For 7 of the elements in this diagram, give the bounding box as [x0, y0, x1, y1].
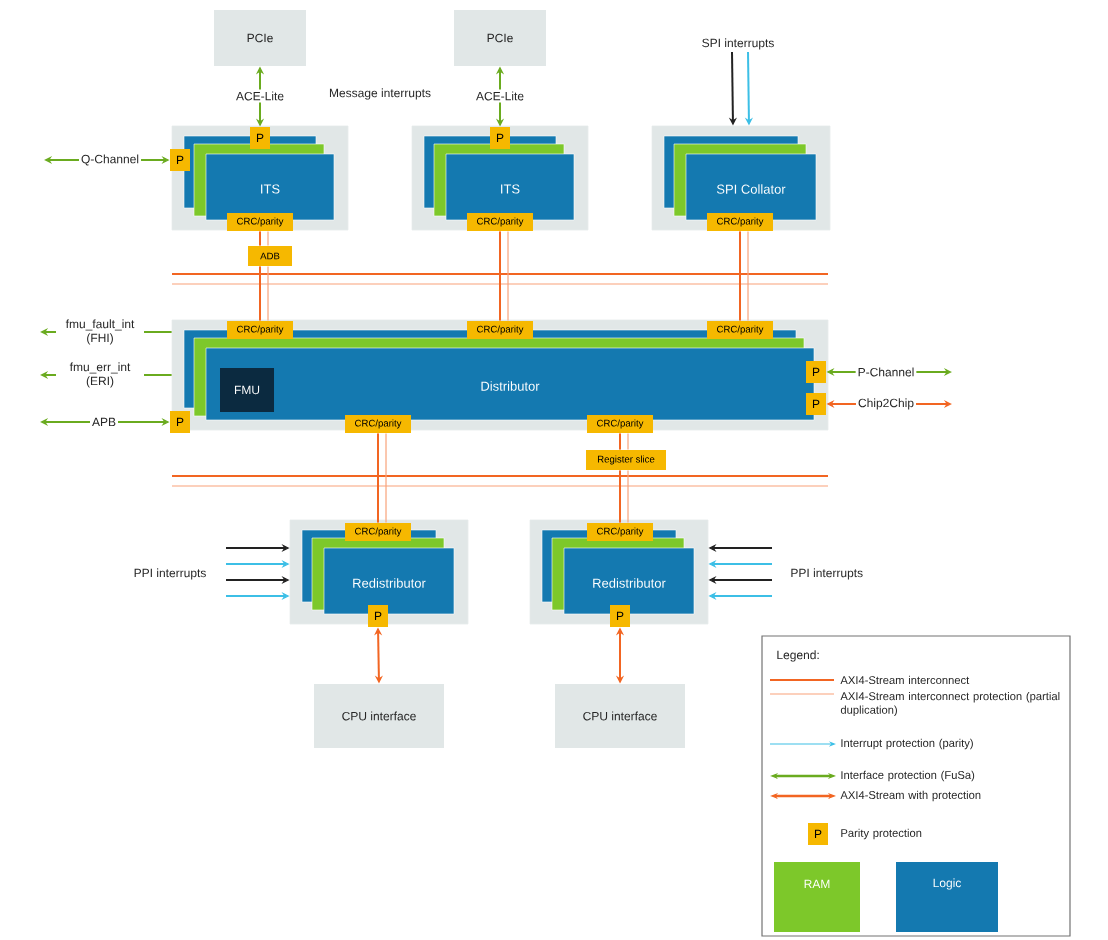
interconnect-line [619, 469, 629, 524]
interconnect-line [739, 230, 749, 322]
interconnect-line [259, 230, 269, 247]
interconnect-line [259, 265, 269, 322]
interconnect-line [377, 432, 387, 524]
interconnect-line [619, 432, 629, 451]
interconnect-line [499, 230, 509, 322]
